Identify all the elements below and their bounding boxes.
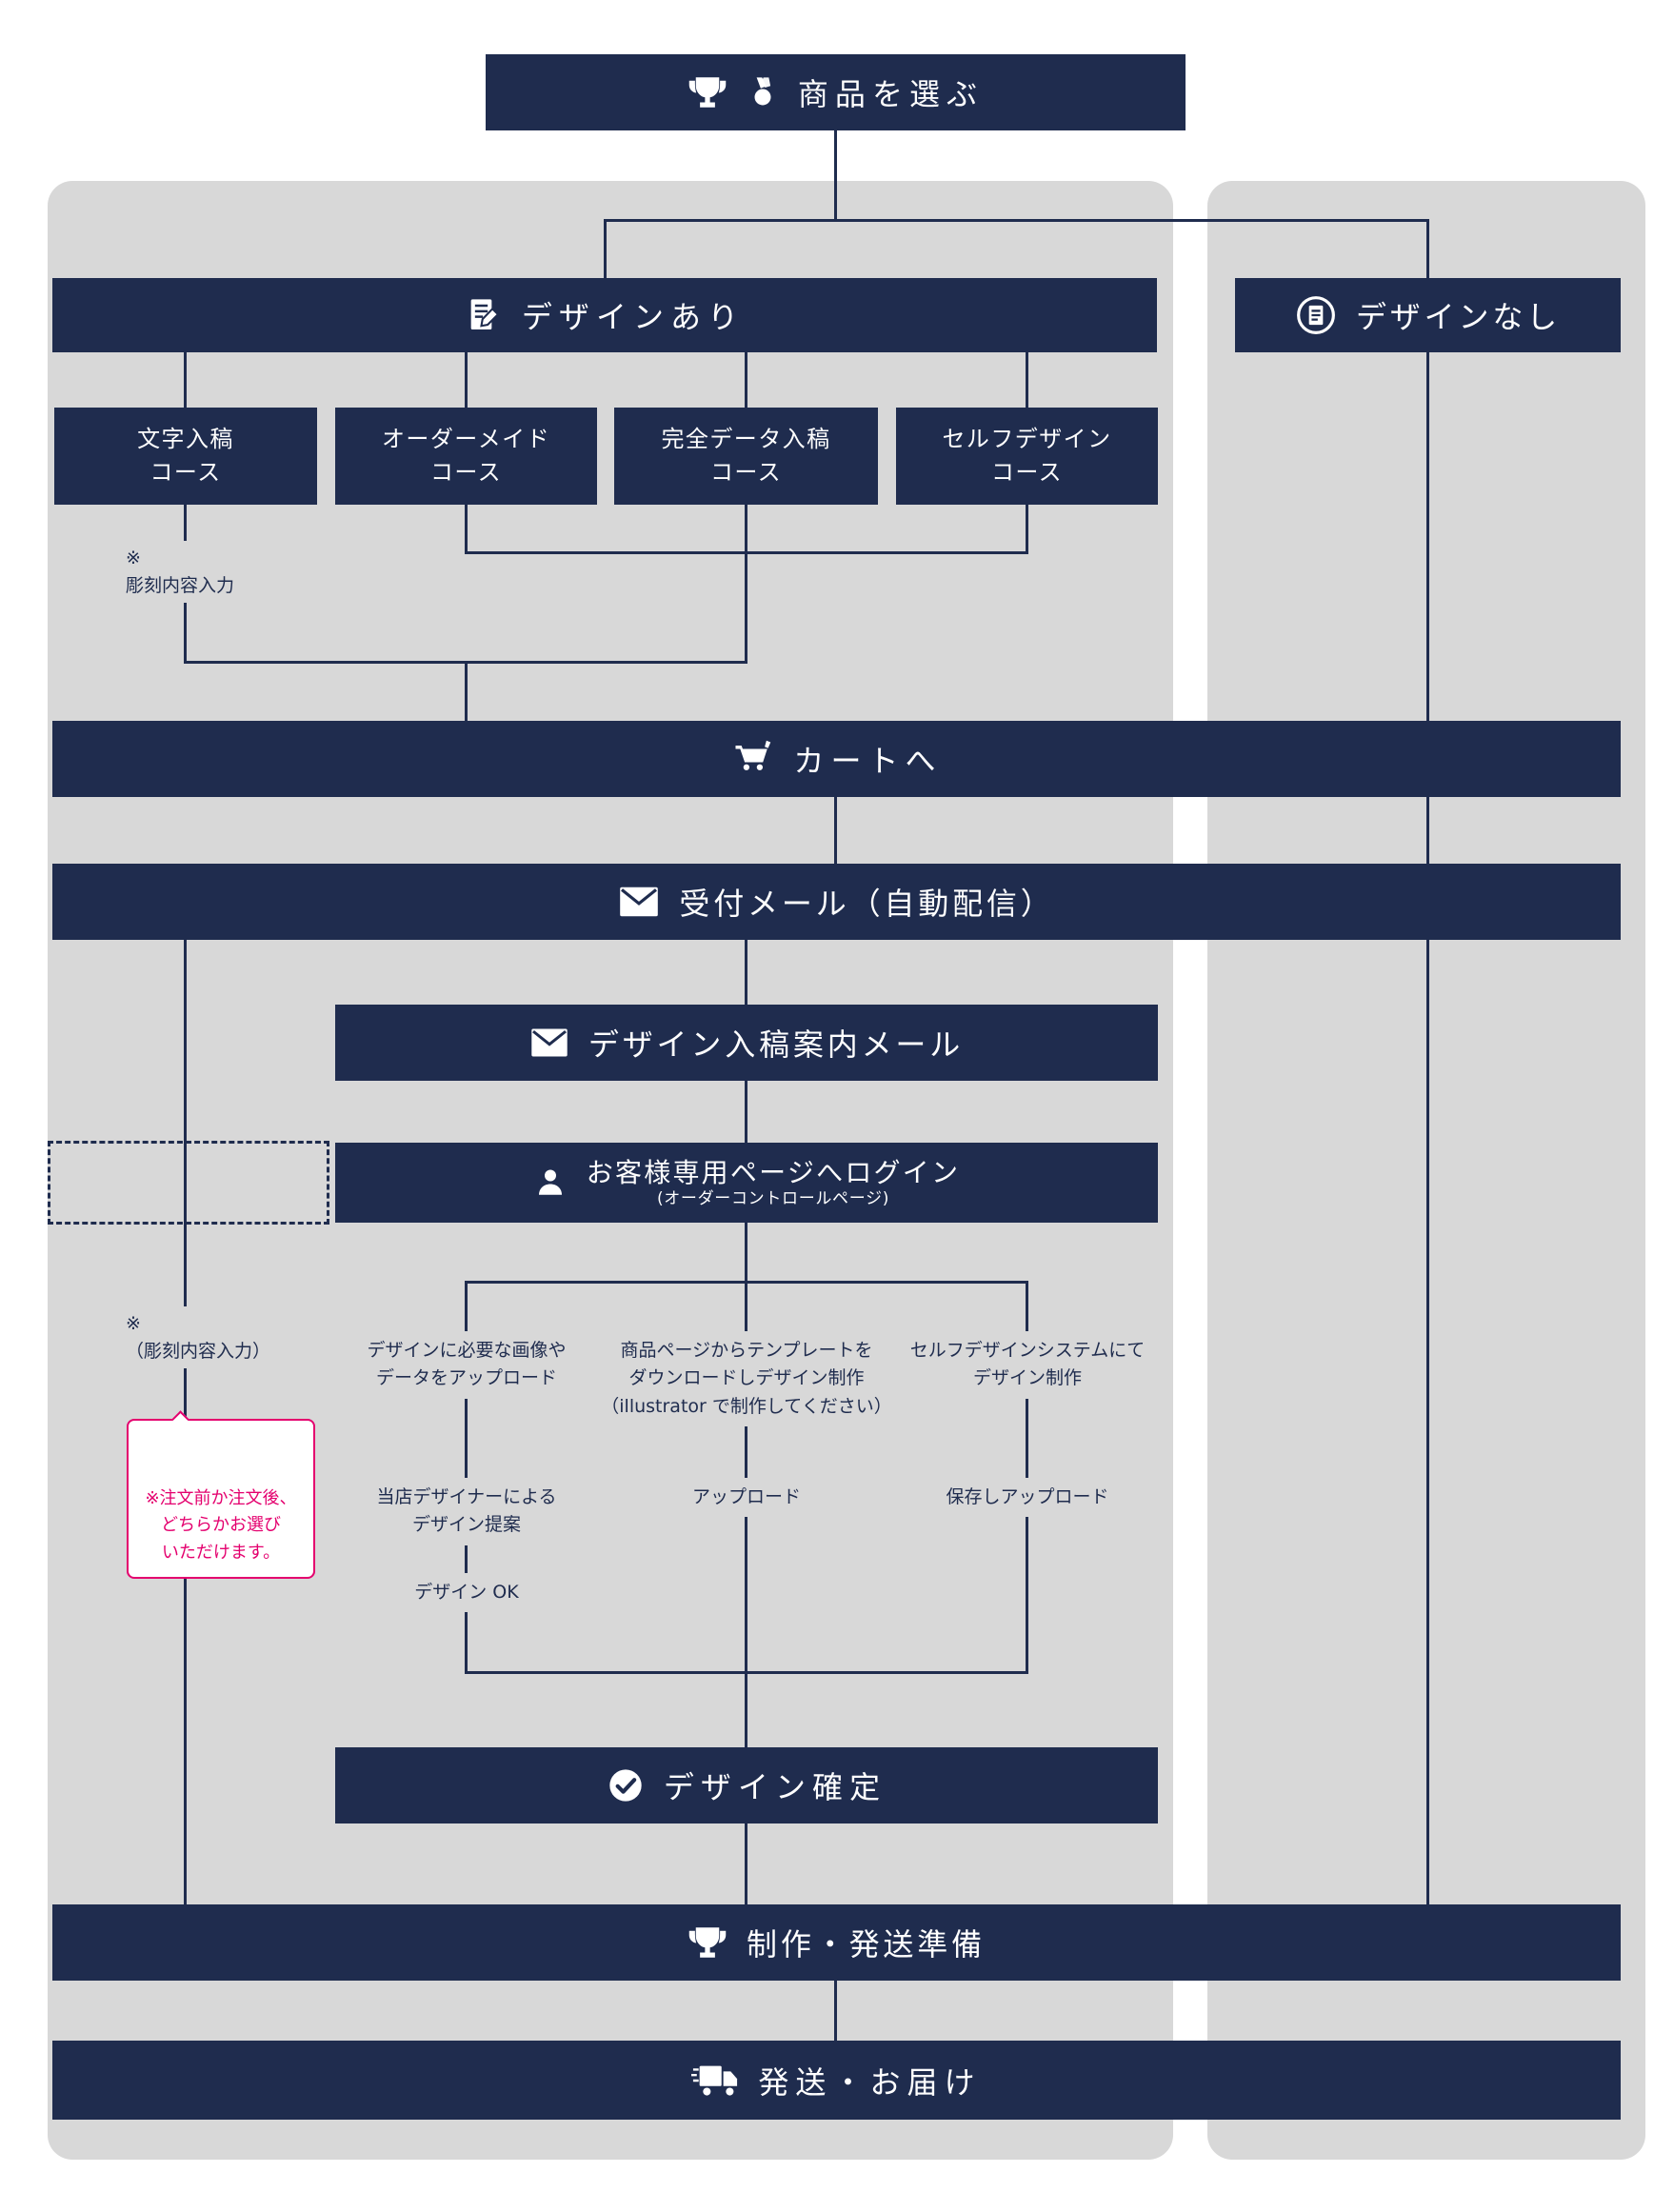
connector-line — [745, 505, 747, 664]
course-label-line2: コース — [709, 459, 783, 486]
connector-line — [465, 505, 468, 554]
connector-line — [834, 797, 837, 864]
process-save-upload: 保存しアップロード — [934, 1478, 1121, 1518]
step-sublabel: (オーダーコントロールページ) — [656, 1188, 890, 1208]
connector-line — [745, 1281, 747, 1673]
step-design-fixed: デザイン確定 — [335, 1747, 1158, 1823]
process-designer-proposal: 当店デザイナーによる デザイン提案 — [365, 1478, 568, 1545]
trophy-icon — [688, 1923, 727, 1963]
step-reception-mail: 受付メール（自動配信） — [52, 864, 1621, 940]
medal-icon — [747, 74, 779, 110]
course-complete-data: 完全データ入稿 コース — [614, 408, 878, 505]
process-download-template: 商品ページからテンプレートを ダウンロードしデザイン制作 （illustrato… — [589, 1331, 904, 1427]
step-login: お客様専用ページへログイン (オーダーコントロールページ) — [335, 1143, 1158, 1223]
connector-line — [834, 1981, 837, 2041]
login-dashed-frame — [48, 1141, 329, 1225]
connector-line — [1026, 505, 1028, 554]
step-label: 制作・発送準備 — [747, 1926, 986, 1963]
process-upload-images: デザインに必要な画像や データをアップロード — [355, 1331, 578, 1399]
check-circle-icon — [607, 1766, 645, 1804]
branch-label: デザインなし — [1355, 299, 1562, 335]
step-login-text: お客様専用ページへログイン (オーダーコントロールページ) — [587, 1156, 961, 1209]
note-engrave-input-optional: ※ （彫刻内容入力） — [124, 1306, 283, 1368]
step-label: 商品を選ぶ — [797, 76, 985, 112]
process-upload: アップロード — [680, 1478, 813, 1518]
step-label: カートへ — [793, 743, 943, 779]
connector-line — [745, 1081, 747, 1143]
connector-line — [465, 352, 468, 408]
callout-text: ※注文前か注文後、 どちらかお選び いただけます。 — [145, 1487, 297, 1564]
step-label: 受付メール（自動配信） — [679, 886, 1055, 922]
connector-line — [834, 130, 837, 221]
connector-line — [465, 661, 468, 721]
callout-order-timing: ※注文前か注文後、 どちらかお選び いただけます。 — [127, 1410, 315, 1579]
course-label-line2: コース — [990, 459, 1064, 486]
connector-line — [465, 1281, 468, 1673]
mail-icon — [529, 1026, 569, 1059]
process-self-design-system: セルフデザインシステムにて デザイン制作 — [898, 1331, 1157, 1399]
document-circle-icon — [1295, 294, 1337, 336]
step-production: 制作・発送準備 — [52, 1904, 1621, 1981]
branch-design-yes: デザインあり — [52, 278, 1157, 352]
branch-design-no: デザインなし — [1235, 278, 1621, 352]
course-label-line1: セルフデザイン — [942, 426, 1112, 453]
step-choose-product: 商品を選ぶ — [486, 54, 1186, 130]
course-order-made: オーダーメイド コース — [335, 408, 597, 505]
step-label: デザイン入稿案内メール — [588, 1026, 965, 1063]
connector-line-design-no-path — [1426, 352, 1429, 1904]
design-document-icon — [465, 295, 503, 335]
process-design-ok: デザイン OK — [403, 1573, 530, 1613]
connector-line — [745, 352, 747, 408]
step-label: 発送・お届け — [758, 2063, 982, 2101]
connector-line — [1026, 352, 1028, 408]
course-label-line2: コース — [149, 459, 222, 486]
connector-line — [745, 1823, 747, 1904]
connector-line — [745, 1671, 747, 1747]
step-label: デザイン確定 — [663, 1769, 887, 1805]
person-icon — [533, 1166, 568, 1200]
connector-line — [1426, 219, 1429, 278]
connector-line — [745, 1223, 747, 1284]
branch-label: デザインあり — [521, 299, 746, 335]
connector-line — [1026, 1281, 1028, 1673]
course-label-line1: 文字入稿 — [137, 426, 234, 453]
connector-line — [604, 219, 1429, 222]
course-label-line2: コース — [429, 459, 503, 486]
step-design-guide-mail: デザイン入稿案内メール — [335, 1005, 1158, 1081]
course-text-submission: 文字入稿 コース — [54, 408, 317, 505]
connector-line — [184, 352, 187, 408]
course-label-line1: 完全データ入稿 — [661, 426, 831, 453]
connector-line — [745, 940, 747, 1005]
course-self-design: セルフデザイン コース — [896, 408, 1158, 505]
step-cart: カートへ — [52, 721, 1621, 797]
mail-icon — [618, 885, 660, 919]
connector-line — [604, 219, 607, 278]
step-shipping: 発送・お届け — [52, 2041, 1621, 2120]
trophy-icon — [688, 72, 727, 112]
cart-icon — [730, 739, 774, 779]
note-engrave-input: ※ 彫刻内容入力 — [124, 541, 247, 603]
step-label: お客様専用ページへログイン — [586, 1156, 961, 1188]
course-label-line1: オーダーメイド — [381, 426, 551, 453]
truck-icon — [691, 2062, 739, 2100]
